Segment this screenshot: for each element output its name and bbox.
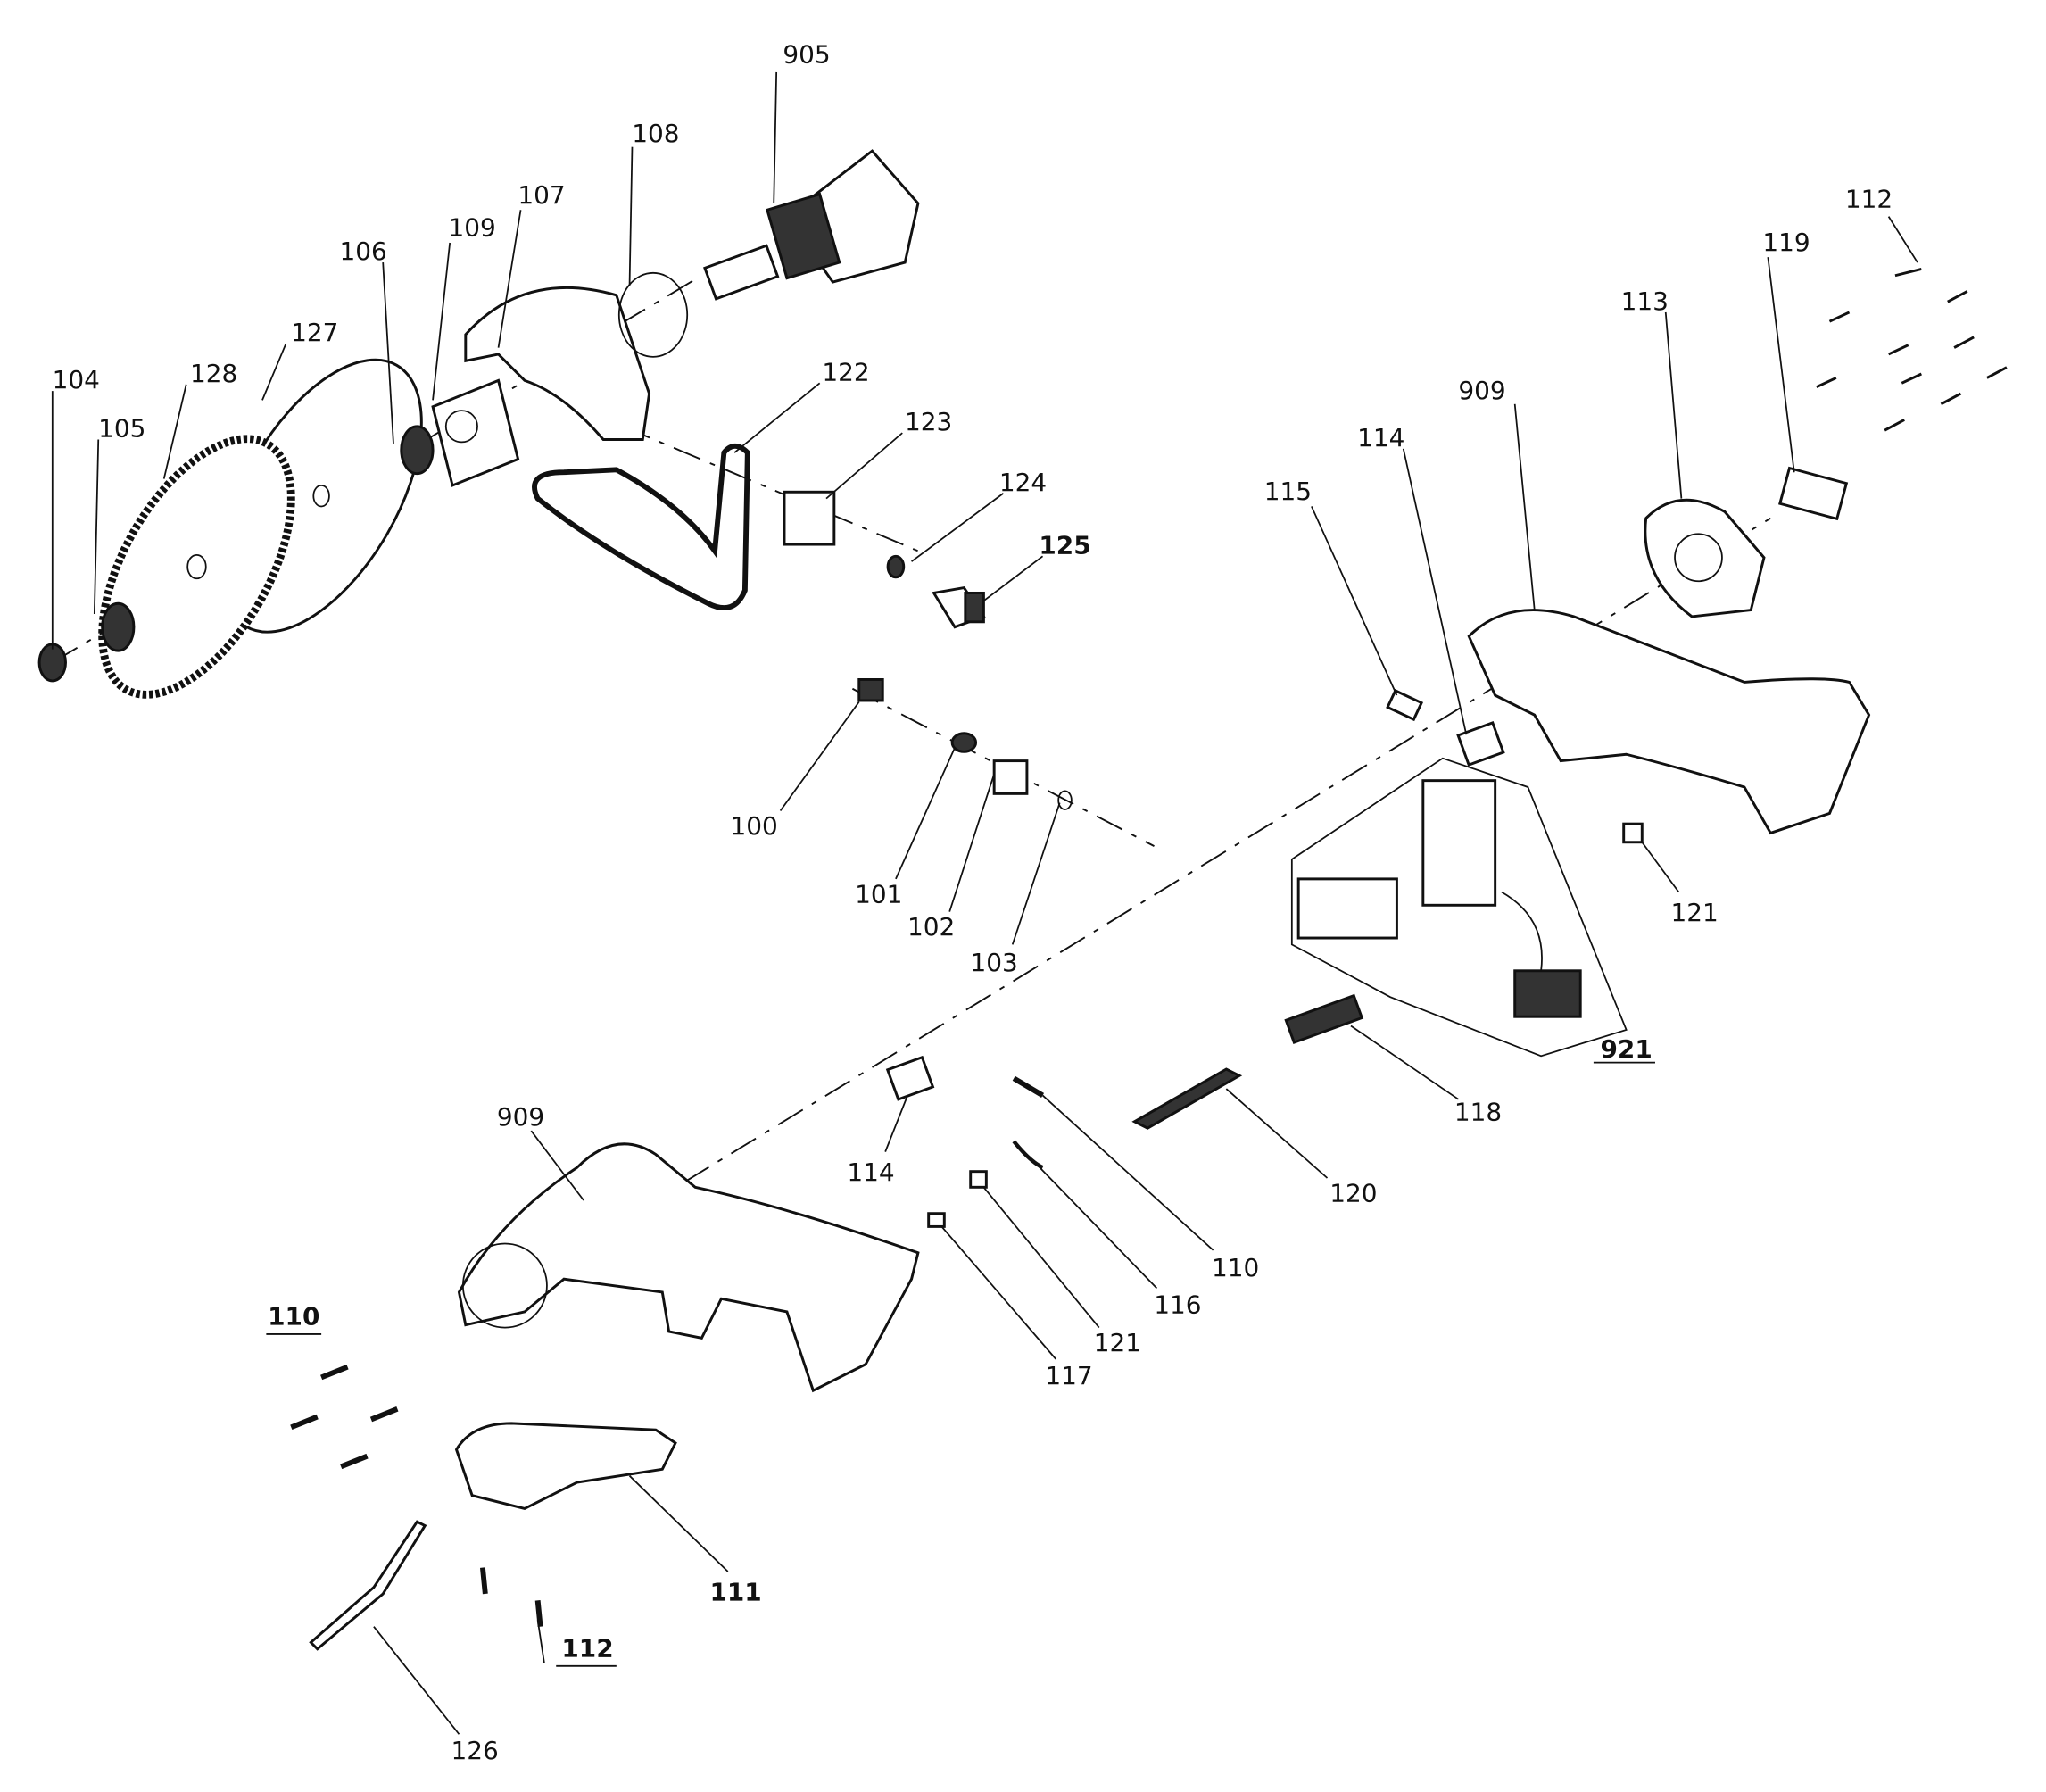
lower-cover-111 <box>454 1422 677 1510</box>
screw-112-a <box>479 1567 488 1595</box>
part-label: 116 <box>1154 1290 1201 1319</box>
trigger-118 <box>1284 993 1364 1045</box>
part-label: 122 <box>822 357 869 386</box>
bearing-106 <box>400 425 435 476</box>
housing-half-909-left <box>457 1142 920 1393</box>
part-label: 105 <box>98 414 145 444</box>
blade-hole <box>186 553 207 580</box>
lever-120 <box>1131 1067 1243 1130</box>
screw-112-b <box>534 1600 543 1628</box>
plate-119 <box>1778 466 1849 521</box>
part-label: 921 <box>1601 1034 1653 1064</box>
label-115 <box>1386 688 1424 722</box>
cover-113 <box>1644 498 1766 618</box>
part-label: 100 <box>731 811 778 841</box>
screws-110 <box>290 1364 399 1470</box>
part-label: 119 <box>1762 228 1810 257</box>
disc-hole <box>312 485 330 508</box>
plate-114-lower <box>885 1055 935 1101</box>
pin-117 <box>927 1212 946 1228</box>
belt-122 <box>532 443 750 610</box>
part-label: 125 <box>1039 530 1090 560</box>
clip-102 <box>992 759 1029 795</box>
hex-key-126 <box>309 1520 427 1651</box>
washer-124 <box>886 554 906 579</box>
part-label: 120 <box>1329 1178 1377 1207</box>
part-label: 112 <box>1845 184 1893 213</box>
part-label: 124 <box>999 468 1047 497</box>
part-label: 113 <box>1621 286 1669 316</box>
part-label: 909 <box>497 1102 544 1132</box>
part-label: 114 <box>1357 423 1404 452</box>
part-label: 121 <box>1094 1328 1141 1357</box>
guard-107 <box>464 286 651 441</box>
flange-105 <box>101 601 136 652</box>
diamond-blade-128 <box>98 435 295 699</box>
o-ring-108 <box>617 271 689 358</box>
plate-114 <box>1456 720 1505 767</box>
spring-101 <box>950 732 978 753</box>
disc-assembly <box>37 358 520 699</box>
part-label: 102 <box>907 912 955 942</box>
part-label: 126 <box>451 1736 498 1765</box>
part-label: 905 <box>783 40 830 70</box>
part-label: 114 <box>847 1157 894 1187</box>
part-label: 909 <box>1458 376 1505 405</box>
bracket-123 <box>783 490 836 546</box>
part-label: 115 <box>1264 477 1312 506</box>
part-label: 107 <box>518 180 565 210</box>
part-label: 106 <box>340 236 387 266</box>
part-100 <box>857 678 884 702</box>
part-labels: 905 108 107 109 106 127 128 104 105 122 123 124 125 1… <box>53 40 1893 1766</box>
part-label: 121 <box>1670 898 1718 927</box>
housing-half-909-right <box>1467 609 1871 835</box>
part-label: 108 <box>632 119 679 148</box>
sleeve-121 <box>1622 822 1644 844</box>
switch-wire <box>1501 891 1543 971</box>
part-label: 117 <box>1045 1361 1092 1390</box>
part-label: 118 <box>1454 1097 1502 1126</box>
part-label: 111 <box>709 1577 761 1606</box>
part-label: 128 <box>190 359 237 388</box>
part-label: 110 <box>268 1302 319 1332</box>
part-label: 127 <box>291 318 338 347</box>
screws-112 <box>1816 267 2008 432</box>
housing-opening <box>461 1242 548 1329</box>
part-label: 101 <box>855 879 902 908</box>
screw-110 <box>1012 1075 1045 1098</box>
nut-104 <box>37 643 67 683</box>
part-label: 104 <box>53 365 100 394</box>
battery-pcb <box>1296 877 1398 940</box>
switch-group-921-outline <box>1290 757 1628 1058</box>
part-label: 109 <box>449 213 496 243</box>
part-label: 103 <box>971 948 1018 977</box>
part-label: 112 <box>561 1634 613 1663</box>
switch <box>1421 779 1497 907</box>
part-label: 123 <box>905 407 952 436</box>
spring-116 <box>1012 1140 1044 1170</box>
part-label: 110 <box>1212 1253 1259 1282</box>
leader-lines <box>51 71 1918 1735</box>
motor-905 <box>703 149 920 301</box>
knob-grip <box>964 591 985 624</box>
ring-103 <box>1057 790 1073 810</box>
sleeve-121-lower <box>969 1170 988 1189</box>
plate-hole <box>444 410 478 444</box>
cover-hole <box>1674 533 1723 583</box>
terminal-block <box>1513 969 1582 1018</box>
